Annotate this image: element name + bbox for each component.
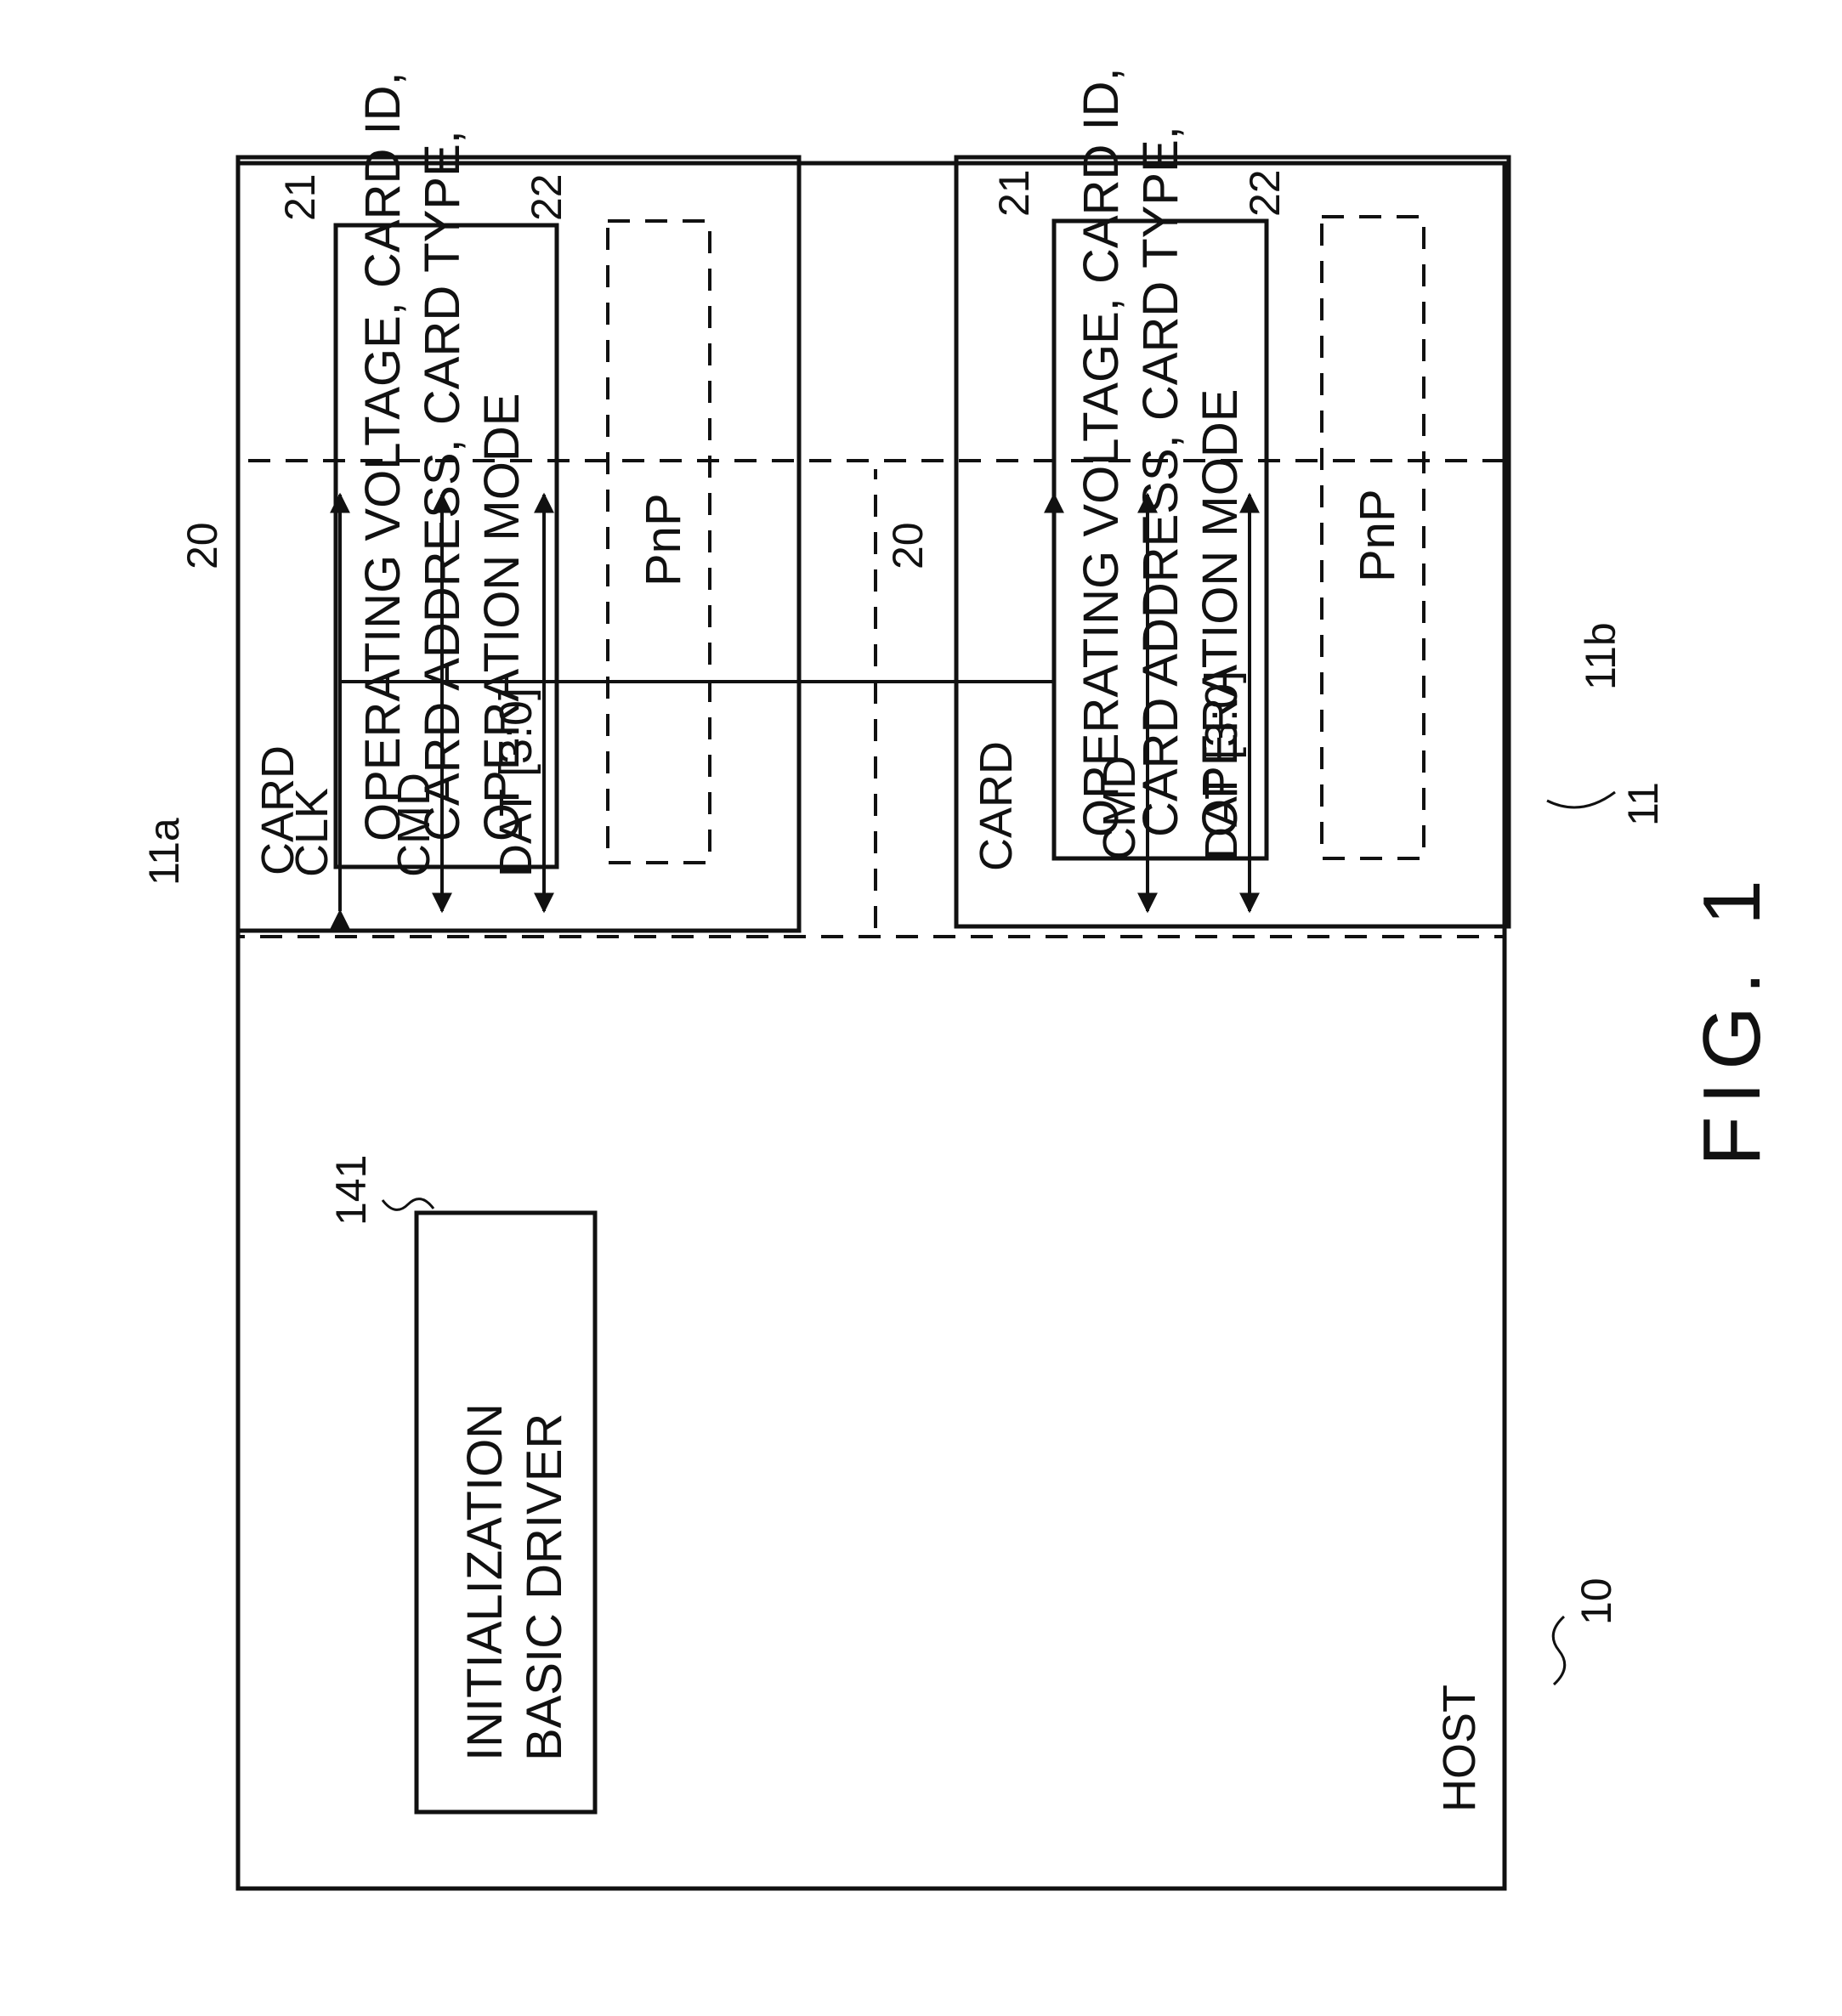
card-1-pnp-ref: 22 bbox=[523, 173, 570, 221]
card-1-label: CARD bbox=[252, 745, 303, 875]
card-2-label: CARD bbox=[971, 741, 1022, 871]
card-block-lower: CARD 20 OPERATING VOLTAGE, CARD ID, CARD… bbox=[884, 67, 1509, 926]
card-2-pnp-ref: 22 bbox=[1241, 169, 1289, 217]
card-1-info-line-1: OPERATING VOLTAGE, CARD ID, bbox=[355, 71, 411, 841]
card-1-pnp-label: PnP bbox=[636, 493, 691, 586]
card-1-info-ref: 21 bbox=[276, 173, 324, 221]
card-2-info-line-3: OPERATION MODE bbox=[1193, 389, 1248, 837]
card-2-pnp-label: PnP bbox=[1350, 489, 1405, 582]
card-2-info-line-1: OPERATING VOLTAGE, CARD ID, bbox=[1074, 67, 1129, 837]
card-1-info-line-2: CARD ADDRESS, CARD TYPE, bbox=[415, 130, 470, 841]
card-2-ref: 20 bbox=[884, 522, 932, 569]
card-1-info-line-3: OPERATION MODE bbox=[474, 394, 530, 841]
card-1-ref: 20 bbox=[179, 522, 226, 569]
card-2-info-ref: 21 bbox=[990, 169, 1038, 217]
card-2-info-line-2: CARD ADDRESS, CARD TYPE, bbox=[1133, 126, 1188, 837]
card-block-upper: CARD 20 OPERATING VOLTAGE, CARD ID, CARD… bbox=[179, 71, 799, 931]
